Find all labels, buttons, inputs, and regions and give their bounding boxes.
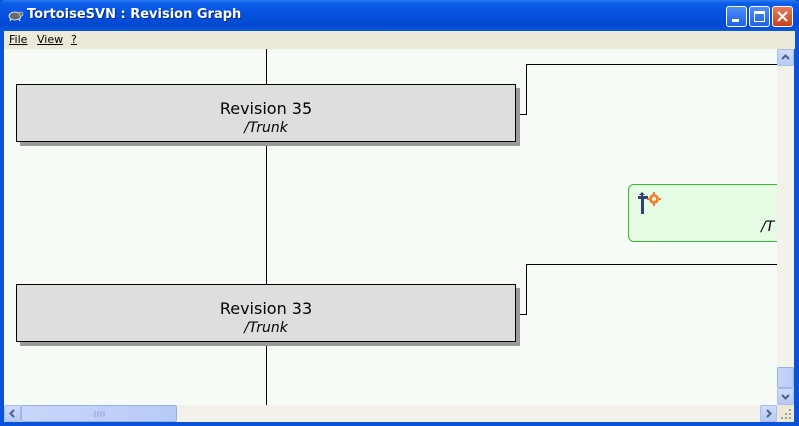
tag-path: /T bbox=[761, 219, 775, 235]
vertical-scrollbar[interactable] bbox=[777, 49, 794, 405]
chevron-right-icon bbox=[766, 409, 772, 418]
horizontal-scroll-thumb[interactable] bbox=[21, 405, 177, 422]
maximize-button[interactable] bbox=[749, 6, 770, 27]
revision-path: /Trunk bbox=[244, 120, 288, 136]
vertical-scroll-thumb[interactable] bbox=[777, 367, 794, 388]
revision-path: /Trunk bbox=[244, 320, 288, 336]
scroll-left-button[interactable] bbox=[4, 405, 21, 422]
size-grip[interactable] bbox=[777, 405, 794, 422]
branch-connector bbox=[526, 264, 777, 265]
branch-connector bbox=[526, 64, 777, 65]
menu-bar: File View ? bbox=[4, 31, 795, 49]
grip-icon bbox=[94, 411, 105, 417]
trunk-line bbox=[266, 49, 267, 405]
tag-node[interactable]: /T bbox=[628, 184, 777, 242]
menu-view[interactable]: View bbox=[37, 33, 64, 46]
branch-connector bbox=[526, 264, 527, 315]
close-button[interactable] bbox=[772, 6, 793, 27]
revision-title: Revision 33 bbox=[219, 299, 313, 318]
minimize-icon bbox=[732, 19, 739, 22]
horizontal-scrollbar[interactable] bbox=[4, 405, 777, 422]
minimize-button[interactable] bbox=[726, 6, 747, 27]
branch-connector bbox=[516, 114, 526, 115]
menu-help[interactable]: ? bbox=[71, 33, 77, 46]
scroll-up-button[interactable] bbox=[777, 49, 794, 66]
tortoise-icon bbox=[8, 11, 24, 22]
branch-connector bbox=[516, 314, 526, 315]
branch-connector bbox=[526, 64, 527, 115]
menu-file[interactable]: File bbox=[9, 33, 28, 46]
revision-node[interactable]: Revision 33 /Trunk bbox=[16, 284, 516, 342]
chevron-down-icon bbox=[781, 394, 790, 400]
revision-title: Revision 35 bbox=[219, 99, 313, 118]
title-bar[interactable]: TortoiseSVN : Revision Graph bbox=[0, 0, 799, 31]
maximize-icon bbox=[754, 11, 765, 22]
graph-canvas[interactable]: Revision 35 /Trunk Revision 33 /Trunk bbox=[4, 49, 777, 405]
close-icon bbox=[777, 11, 788, 22]
window-title: TortoiseSVN : Revision Graph bbox=[27, 7, 242, 22]
scroll-right-button[interactable] bbox=[760, 405, 777, 422]
revision-node[interactable]: Revision 35 /Trunk bbox=[16, 84, 516, 142]
resize-grip-icon bbox=[781, 409, 791, 419]
chevron-left-icon bbox=[9, 409, 15, 418]
chevron-up-icon bbox=[781, 54, 790, 60]
tag-revision-icon bbox=[638, 192, 661, 214]
scroll-down-button[interactable] bbox=[777, 388, 794, 405]
